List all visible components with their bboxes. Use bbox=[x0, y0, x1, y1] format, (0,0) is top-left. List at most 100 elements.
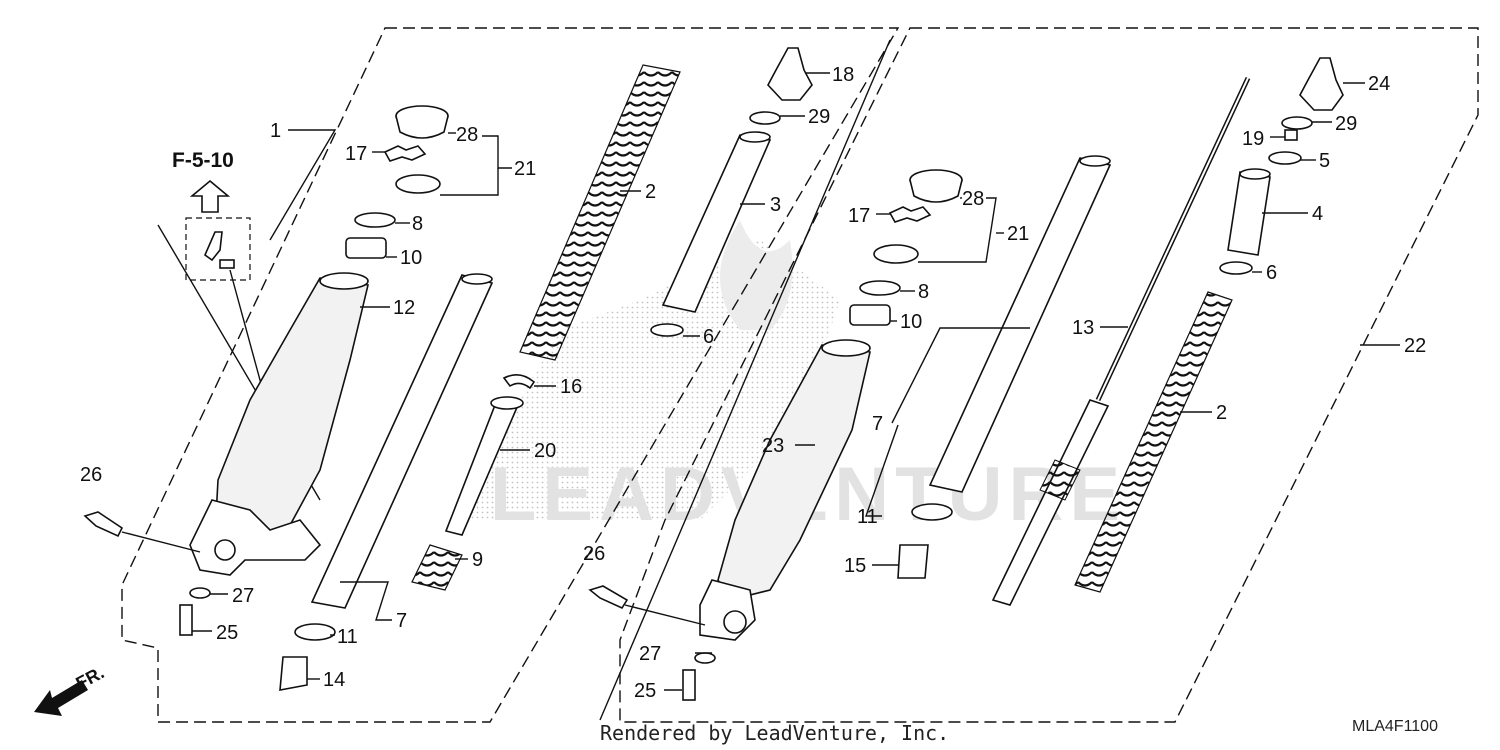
assembly-boundaries bbox=[121, 27, 1479, 723]
part-2-spring-right bbox=[1074, 291, 1233, 593]
part-26-bolt-right bbox=[588, 585, 629, 610]
reference-label: F-5-10 bbox=[172, 149, 234, 172]
part-2-spring bbox=[519, 64, 681, 361]
callout-27: 27 bbox=[232, 585, 254, 607]
callout-6-right: 6 bbox=[1266, 262, 1277, 284]
callout-26-right: 26 bbox=[583, 543, 605, 565]
leader-21-right bbox=[918, 197, 997, 263]
callout-29: 29 bbox=[808, 106, 830, 128]
part-9-spring bbox=[411, 544, 463, 591]
axle-hole bbox=[214, 539, 236, 561]
part-13-cartridge-spring bbox=[1039, 459, 1081, 501]
callout-11-right: 11 bbox=[857, 506, 878, 528]
reference-arrow: F-5-10 bbox=[157, 149, 321, 501]
part-6-washer-right bbox=[1219, 261, 1253, 275]
part-8-washer-right bbox=[859, 280, 901, 296]
callout-9: 9 bbox=[472, 549, 483, 571]
part-4-spacer-tube-top bbox=[1239, 168, 1271, 180]
part-26-right-leader bbox=[624, 604, 706, 626]
callout-28-right: 28 bbox=[962, 188, 984, 210]
part-25-bolt-right bbox=[682, 669, 696, 701]
leader-11-right bbox=[865, 424, 899, 517]
part-20-piston bbox=[490, 396, 524, 410]
right-assembly-boundary bbox=[619, 27, 1479, 723]
left-fork-parts bbox=[83, 47, 813, 691]
callout-6: 6 bbox=[703, 326, 714, 348]
leader-lines bbox=[192, 72, 1400, 691]
leader-7-right bbox=[891, 327, 1030, 424]
callout-10: 10 bbox=[400, 247, 422, 269]
front-direction-marker: FR. bbox=[34, 662, 107, 716]
up-arrow-icon bbox=[189, 179, 231, 213]
credit-text: Rendered by LeadVenture, Inc. bbox=[600, 721, 949, 745]
axle-hole-right bbox=[723, 610, 747, 634]
part-11-bushing bbox=[294, 623, 336, 641]
part-19-nut bbox=[1284, 129, 1298, 141]
divider-line bbox=[599, 39, 891, 721]
callout-14: 14 bbox=[323, 669, 345, 691]
part-28-dust-seal-body bbox=[395, 115, 449, 139]
part-13-rod-core bbox=[1097, 77, 1249, 401]
part-8-washer bbox=[354, 212, 396, 228]
callout-4: 4 bbox=[1312, 203, 1323, 225]
part-14-collar bbox=[279, 656, 308, 691]
part-26-leader bbox=[121, 531, 201, 553]
part-15-collar bbox=[897, 544, 929, 579]
callout-23: 23 bbox=[762, 435, 784, 457]
callout-27-right: 27 bbox=[639, 643, 661, 665]
part-26-bolt bbox=[83, 511, 124, 538]
callout-1: 1 bbox=[270, 120, 281, 142]
bracket-part-icon bbox=[204, 231, 223, 262]
callout-22: 22 bbox=[1404, 335, 1426, 357]
callout-29-right: 29 bbox=[1335, 113, 1357, 135]
callout-21: 21 bbox=[514, 158, 536, 180]
part-13-cartridge bbox=[991, 399, 1110, 606]
diagram-code: MLA4F1100 bbox=[1352, 718, 1438, 735]
callout-7: 7 bbox=[396, 610, 407, 632]
part-25-bolt bbox=[179, 604, 193, 636]
right-fork-parts bbox=[588, 57, 1344, 701]
part-24-cap-bolt bbox=[1299, 57, 1344, 111]
front-arrow-icon bbox=[34, 680, 88, 716]
part-7-inner-tube-right-top bbox=[1079, 155, 1111, 167]
callout-17-right: 17 bbox=[848, 205, 870, 227]
callout-20: 20 bbox=[534, 440, 556, 462]
callout-7-right: 7 bbox=[872, 413, 883, 435]
callout-13: 13 bbox=[1072, 317, 1094, 339]
part-28-dust-seal-right-body bbox=[909, 179, 963, 203]
callout-3: 3 bbox=[770, 194, 781, 216]
callout-25-right: 25 bbox=[634, 680, 656, 702]
part-23-outer-tube-top bbox=[821, 339, 871, 357]
callout-10-right: 10 bbox=[900, 311, 922, 333]
bracket-bolt-icon bbox=[219, 259, 235, 269]
left-assembly-boundary bbox=[121, 27, 900, 723]
part-12-outer-tube-top bbox=[319, 272, 369, 290]
part-6-washer bbox=[650, 323, 684, 337]
callout-2: 2 bbox=[645, 181, 656, 203]
callout-2-right: 2 bbox=[1216, 402, 1227, 424]
part-17-clip-right bbox=[888, 206, 932, 223]
callout-12: 12 bbox=[393, 297, 415, 319]
leader-1 bbox=[269, 129, 337, 241]
part-29-o-ring-right bbox=[1281, 116, 1313, 130]
callout-28: 28 bbox=[456, 124, 478, 146]
leader-21 bbox=[482, 135, 512, 169]
callout-15: 15 bbox=[844, 555, 866, 577]
callout-18: 18 bbox=[832, 64, 854, 86]
part-27-washer-right bbox=[694, 652, 716, 664]
part-3-spacer-tube-top bbox=[739, 131, 771, 143]
callout-19: 19 bbox=[1242, 128, 1264, 150]
callout-26: 26 bbox=[80, 464, 102, 486]
callout-17: 17 bbox=[345, 143, 367, 165]
part-11-bushing-right bbox=[911, 503, 953, 521]
callout-8: 8 bbox=[412, 213, 423, 235]
watermark-flame-shape bbox=[720, 220, 793, 330]
part-16-clip bbox=[502, 374, 536, 390]
part-29-o-ring bbox=[749, 111, 781, 125]
part-7-inner-tube-top bbox=[461, 273, 493, 285]
callout-11: 11 bbox=[337, 626, 358, 648]
part-5-washer bbox=[1268, 151, 1302, 165]
part-21-oil-seal bbox=[395, 174, 441, 194]
callout-5: 5 bbox=[1319, 150, 1330, 172]
